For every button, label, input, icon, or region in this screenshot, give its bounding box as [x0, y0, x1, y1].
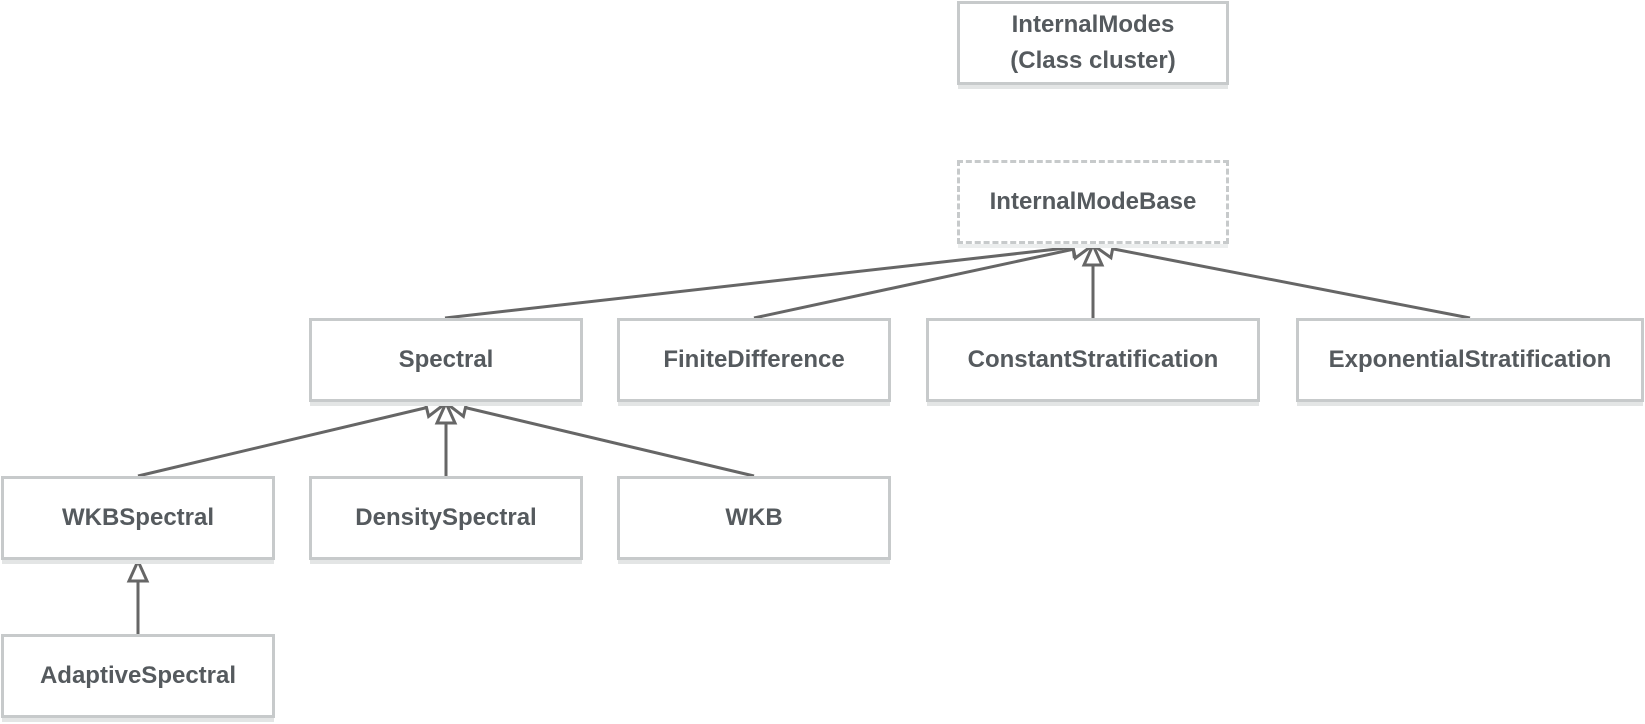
node-spectral: Spectral [309, 318, 583, 402]
node-exponentialstratification: ExponentialStratification [1296, 318, 1644, 402]
node-densityspectral: DensitySpectral [309, 476, 583, 560]
node-finitedifference: FiniteDifference [617, 318, 891, 402]
node-label: Spectral [398, 346, 494, 373]
node-label: InternalModeBase [989, 188, 1197, 215]
node-adaptivespectral: AdaptiveSpectral [1, 634, 275, 718]
node-label: InternalModes (Class cluster) [1010, 11, 1176, 74]
node-label: ExponentialStratification [1328, 346, 1612, 373]
edge-wkbspectral-to-spectral [137, 396, 450, 478]
edge-wkb-to-spectral [442, 396, 755, 478]
node-label: DensitySpectral [355, 504, 537, 531]
edge-exponentialstratification-to-internalmodebase [1089, 237, 1471, 320]
node-label: ConstantStratification [967, 346, 1219, 373]
node-label: WKB [725, 504, 783, 531]
node-internalmodes: InternalModes (Class cluster) [957, 1, 1229, 85]
node-label: WKBSpectral [61, 504, 215, 531]
node-label: AdaptiveSpectral [39, 662, 237, 689]
node-wkbspectral: WKBSpectral [1, 476, 275, 560]
node-wkb: WKB [617, 476, 891, 560]
edge-spectral-to-internalmodebase [444, 236, 1097, 320]
node-label: FiniteDifference [663, 346, 845, 373]
edge-finitedifference-to-internalmodebase [753, 238, 1097, 320]
node-internalmodebase: InternalModeBase [957, 160, 1229, 244]
node-constantstratification: ConstantStratification [926, 318, 1260, 402]
